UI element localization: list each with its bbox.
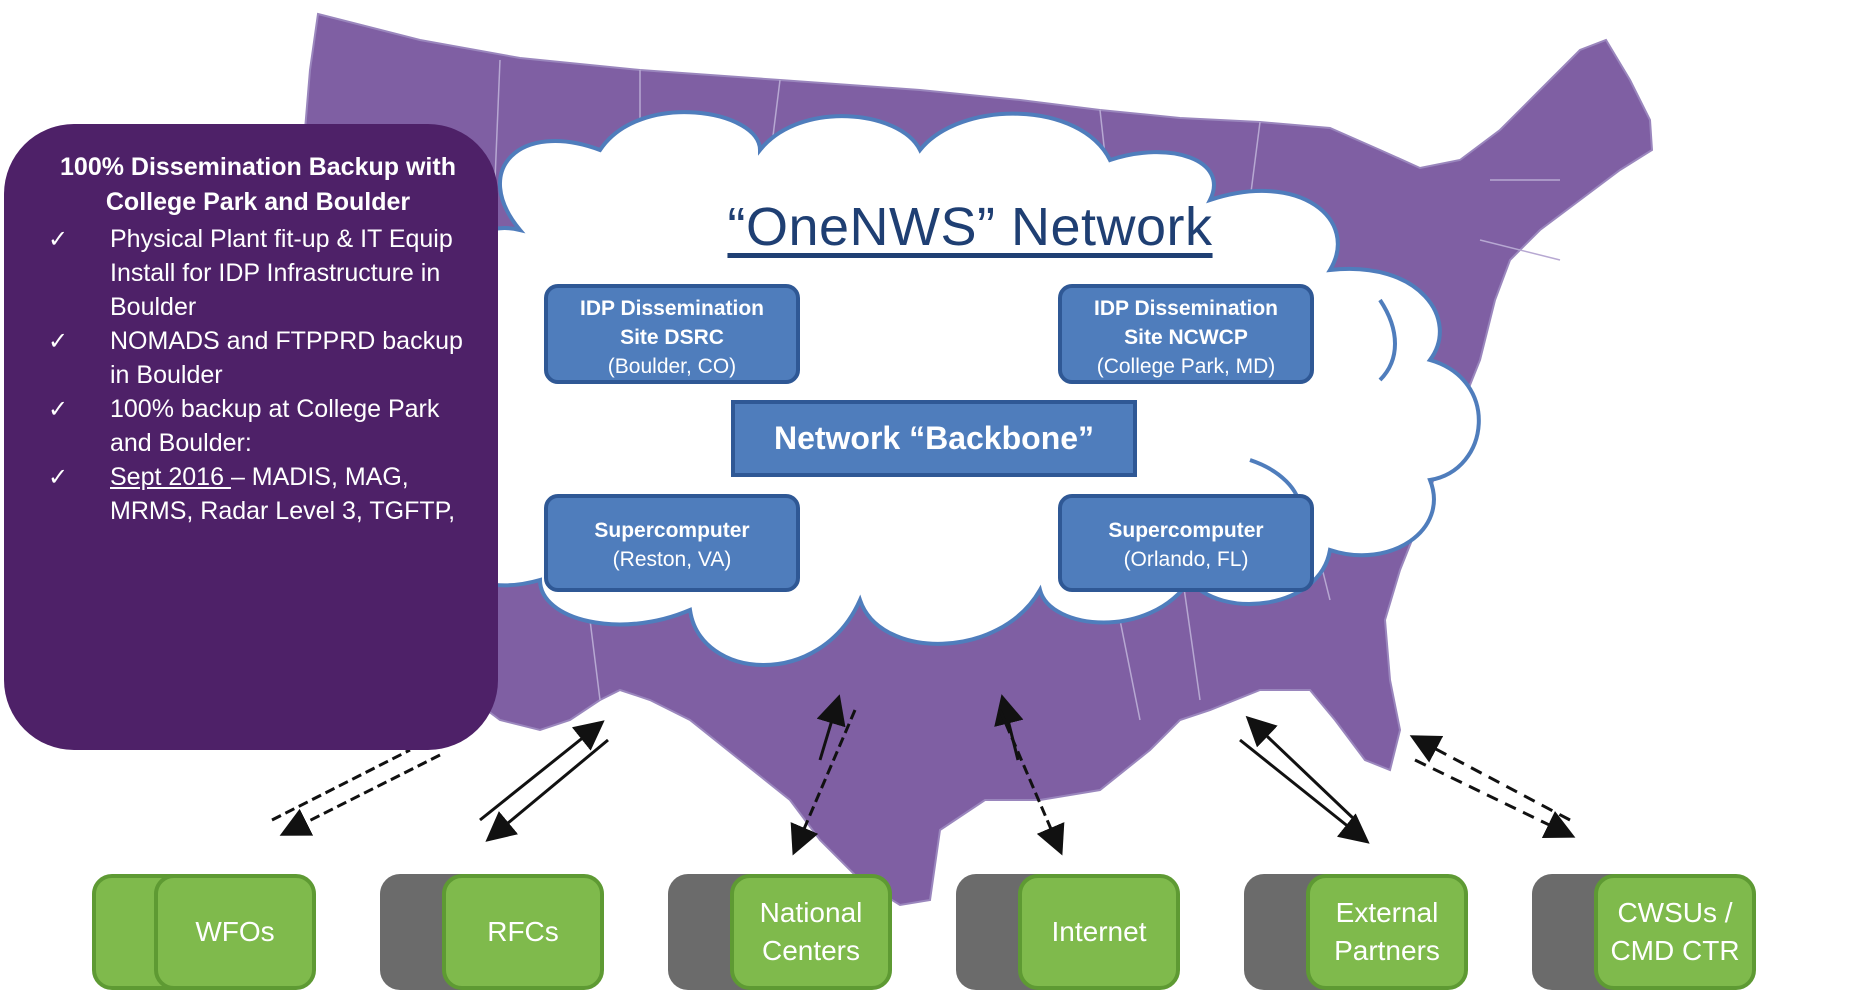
checklist-text: Physical Plant fit-up & IT Equip Install…: [110, 225, 453, 321]
backup-checklist: ✓ Physical Plant fit-up & IT Equip Instal…: [48, 222, 468, 528]
site-ncwcp-box: IDP Dissemination Site NCWCP (College Pa…: [1058, 284, 1314, 384]
endpoint-wfos-label: WFOs: [154, 874, 316, 990]
checklist-item: ✓ 100% backup at College Park and Boulder…: [48, 392, 468, 460]
arrow-net-up: [994, 694, 1024, 761]
arrow-net-down: [998, 709, 1065, 856]
supercomputer-reston-box: Supercomputer (Reston, VA): [544, 494, 800, 592]
supercomputer-orlando-location: (Orlando, FL): [1123, 548, 1249, 571]
endpoint-national-centers: National Centers: [668, 874, 892, 990]
checklist-text: NOMADS and FTPPRD backup in Boulder: [110, 327, 463, 389]
endpoint-internet-label: Internet: [1018, 874, 1180, 990]
checklist-text: 100% backup at College Park and Boulder:: [110, 395, 440, 457]
endpoint-rfcs: RFCs: [380, 874, 604, 990]
supercomputer-orlando-box: Supercomputer (Orlando, FL): [1058, 494, 1314, 592]
checklist-item: ✓ Sept 2016 – MADIS, MAG, MRMS, Radar Lev…: [48, 460, 468, 528]
endpoint-national-centers-label: National Centers: [730, 874, 892, 990]
endpoint-cwsus: CWSUs / CMD CTR: [1532, 874, 1756, 990]
checkmark-icon: ✓: [48, 463, 69, 491]
arrow-rfc-up: [479, 720, 605, 822]
checkmark-icon: ✓: [48, 395, 69, 423]
connection-arrows: [271, 694, 1576, 856]
endpoint-rfcs-label: RFCs: [442, 874, 604, 990]
site-dsrc-line2: Site DSRC: [620, 326, 724, 349]
site-ncwcp-location: (College Park, MD): [1096, 355, 1276, 378]
site-ncwcp-line2: Site NCWCP: [1124, 326, 1248, 349]
network-backbone-box: Network “Backbone”: [731, 400, 1137, 477]
endpoint-external-partners-label: External Partners: [1306, 874, 1468, 990]
arrow-nc-up: [816, 694, 846, 761]
arrow-wfo-up: [271, 748, 411, 822]
supercomputer-reston-location: (Reston, VA): [612, 548, 732, 571]
endpoint-external-partners: External Partners: [1244, 874, 1468, 990]
backup-info-panel: 100% Dissemination Backup with College P…: [4, 124, 498, 750]
backup-panel-title: 100% Dissemination Backup with College P…: [60, 153, 456, 216]
checklist-date: Sept 2016: [110, 463, 231, 491]
supercomputer-reston-label: Supercomputer: [594, 519, 750, 542]
arrow-ext-down: [1239, 738, 1370, 844]
site-dsrc-location: (Boulder, CO): [607, 355, 737, 378]
endpoint-internet: Internet: [956, 874, 1180, 990]
checklist-text: – MADIS, MAG, MRMS, Radar Level 3, TGFTP…: [110, 463, 456, 525]
checkmark-icon: ✓: [48, 225, 69, 253]
arrow-wfo-down: [279, 753, 441, 836]
arrow-cwsu-up: [1409, 735, 1571, 822]
checklist-item: ✓ NOMADS and FTPPRD backup in Boulder: [48, 324, 468, 392]
arrow-cwsu-down: [1414, 758, 1576, 839]
network-title: “OneNWS” Network: [727, 197, 1213, 257]
arrow-nc-down: [790, 709, 857, 856]
checklist-item: ✓ Physical Plant fit-up & IT Equip Instal…: [48, 222, 468, 324]
site-dsrc-line1: IDP Dissemination: [580, 297, 764, 320]
site-ncwcp-line1: IDP Dissemination: [1094, 297, 1278, 320]
site-dsrc-box: IDP Dissemination Site DSRC (Boulder, CO…: [544, 284, 800, 384]
checkmark-icon: ✓: [48, 327, 69, 355]
arrow-ext-up: [1245, 715, 1357, 822]
supercomputer-orlando-label: Supercomputer: [1108, 519, 1264, 542]
arrow-rfc-down: [485, 738, 609, 842]
endpoint-wfos: WFOs: [92, 874, 316, 990]
endpoint-cwsus-label: CWSUs / CMD CTR: [1594, 874, 1756, 990]
